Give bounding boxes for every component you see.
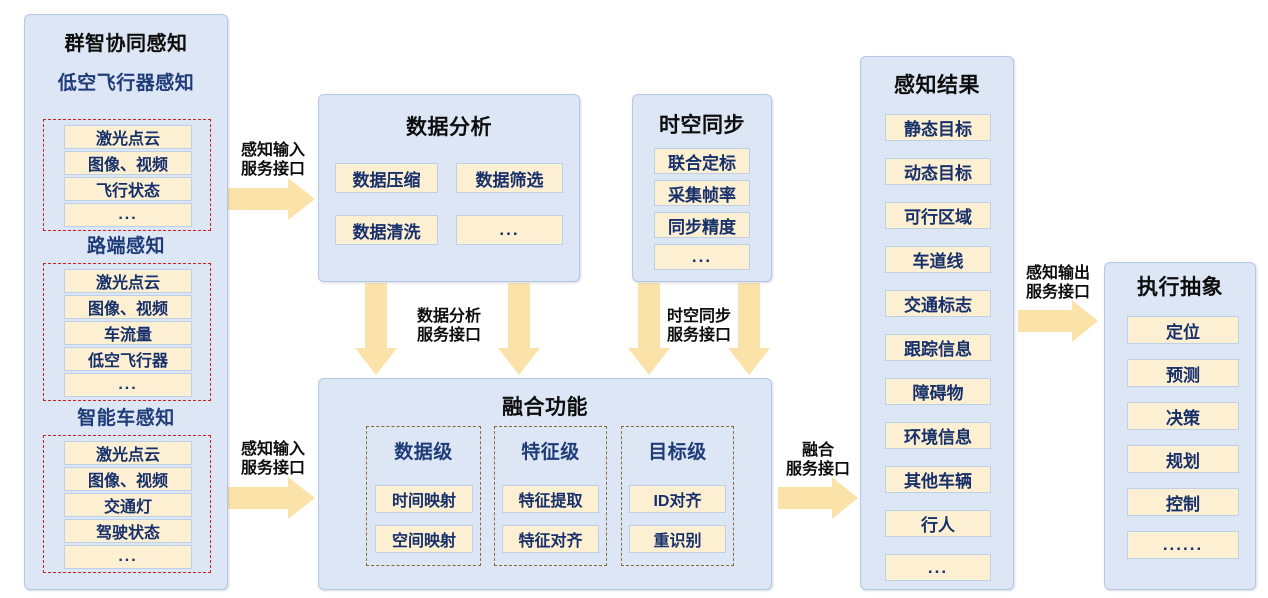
list-item[interactable]: 预测 (1127, 359, 1239, 387)
group-box-feature-level: 特征级 特征提取 特征对齐 (494, 426, 607, 566)
list-item[interactable]: 可行区域 (885, 202, 991, 229)
panel-perception-result[interactable]: 感知结果 静态目标 动态目标 可行区域 车道线 交通标志 跟踪信息 障碍物 环境… (860, 56, 1014, 590)
list-item[interactable]: 联合定标 (654, 148, 750, 174)
list-item[interactable]: 交通标志 (885, 290, 991, 317)
list-item[interactable]: ... (64, 203, 192, 227)
list-item[interactable]: 激光点云 (64, 125, 192, 149)
list-item[interactable]: 空间映射 (375, 525, 473, 553)
arrow-label-sense-input-bottom: 感知输入 服务接口 (240, 441, 305, 477)
panel-title-execution-abstraction: 执行抽象 (1137, 276, 1223, 299)
list-item[interactable]: 图像、视频 (64, 151, 192, 175)
panel-title-perception-result: 感知结果 (894, 74, 980, 97)
list-item[interactable]: 特征对齐 (502, 525, 599, 553)
panel-fusion-function[interactable]: 融合功能 数据级 时间映射 空间映射 特征级 特征提取 特征对齐 目标级 ID对… (318, 378, 772, 590)
list-item[interactable]: 飞行状态 (64, 177, 192, 201)
group-title-data-level: 数据级 (394, 442, 453, 463)
group-box-data-level: 数据级 时间映射 空间映射 (366, 426, 481, 566)
group-box-uav-perception: 激光点云 图像、视频 飞行状态 ... (43, 119, 211, 231)
list-item[interactable]: 行人 (885, 510, 991, 537)
group-box-smart-vehicle-perception: 激光点云 图像、视频 交通灯 驾驶状态 ... (43, 435, 211, 573)
arrow-label-data-analysis-service: 数据分析 服务接口 (416, 308, 481, 344)
list-item[interactable]: 环境信息 (885, 422, 991, 449)
arrow-sense-input-top (228, 178, 315, 220)
panel-title-fusion-function: 融合功能 (502, 396, 588, 419)
panel-title-spatiotemporal-sync: 时空同步 (659, 114, 745, 137)
list-item[interactable]: 重识别 (629, 525, 726, 553)
list-item[interactable]: ... (64, 373, 192, 397)
list-item[interactable]: 数据压缩 (335, 163, 438, 193)
list-item[interactable]: 静态目标 (885, 114, 991, 141)
list-item[interactable]: ... (885, 554, 991, 581)
group-title-uav-perception: 低空飞行器感知 (57, 73, 195, 94)
list-item[interactable]: 数据筛选 (456, 163, 563, 193)
group-title-feature-level: 特征级 (521, 442, 580, 463)
list-item[interactable]: ... (654, 244, 750, 270)
panel-title-data-analysis: 数据分析 (406, 116, 492, 139)
arrow-label-sense-input-top: 感知输入 服务接口 (240, 142, 305, 178)
list-item[interactable]: 控制 (1127, 488, 1239, 516)
list-item[interactable]: 交通灯 (64, 493, 192, 517)
arrow-fusion-service (778, 477, 858, 519)
list-item[interactable]: 定位 (1127, 316, 1239, 344)
list-item[interactable]: 车流量 (64, 321, 192, 345)
arrow-sense-output (1018, 300, 1098, 342)
panel-title-collaborative-perception: 群智协同感知 (64, 33, 188, 55)
list-item[interactable]: 图像、视频 (64, 295, 192, 319)
list-item[interactable]: 决策 (1127, 402, 1239, 430)
list-item[interactable]: 跟踪信息 (885, 334, 991, 361)
arrow-data-analysis-service-left (355, 283, 397, 375)
panel-execution-abstraction[interactable]: 执行抽象 定位 预测 决策 规划 控制 ...... (1104, 262, 1256, 590)
group-box-roadside-perception: 激光点云 图像、视频 车流量 低空飞行器 ... (43, 263, 211, 401)
list-item[interactable]: 激光点云 (64, 269, 192, 293)
group-box-object-level: 目标级 ID对齐 重识别 (621, 426, 734, 566)
list-item[interactable]: 采集帧率 (654, 180, 750, 206)
list-item[interactable]: 其他车辆 (885, 466, 991, 493)
arrow-label-sense-output: 感知输出 服务接口 (1025, 265, 1090, 301)
list-item[interactable]: ID对齐 (629, 485, 726, 513)
list-item[interactable]: 数据清洗 (335, 215, 438, 245)
list-item[interactable]: ... (456, 215, 563, 245)
list-item[interactable]: ... (64, 545, 192, 569)
list-item[interactable]: ...... (1127, 531, 1239, 559)
panel-spatiotemporal-sync[interactable]: 时空同步 联合定标 采集帧率 同步精度 ... (632, 94, 772, 282)
panel-data-analysis[interactable]: 数据分析 数据压缩 数据筛选 数据清洗 ... (318, 94, 580, 282)
list-item[interactable]: 驾驶状态 (64, 519, 192, 543)
list-item[interactable]: 车道线 (885, 246, 991, 273)
panel-collaborative-perception[interactable]: 群智协同感知 低空飞行器感知 激光点云 图像、视频 飞行状态 ... 路端感知 … (24, 14, 228, 590)
group-title-smart-vehicle-perception: 智能车感知 (77, 408, 175, 429)
list-item[interactable]: 障碍物 (885, 378, 991, 405)
list-item[interactable]: 特征提取 (502, 485, 599, 513)
list-item[interactable]: 同步精度 (654, 212, 750, 238)
list-item[interactable]: 图像、视频 (64, 467, 192, 491)
arrow-data-analysis-service-right (498, 283, 540, 375)
list-item[interactable]: 低空飞行器 (64, 347, 192, 371)
list-item[interactable]: 规划 (1127, 445, 1239, 473)
list-item[interactable]: 激光点云 (64, 441, 192, 465)
group-title-roadside-perception: 路端感知 (86, 236, 165, 257)
arrow-sense-input-bottom (228, 477, 315, 519)
group-title-object-level: 目标级 (648, 442, 707, 463)
arrow-label-fusion-service: 融合 服务接口 (785, 442, 850, 478)
list-item[interactable]: 动态目标 (885, 158, 991, 185)
arrow-label-sync-service: 时空同步 服务接口 (666, 308, 731, 344)
list-item[interactable]: 时间映射 (375, 485, 473, 513)
